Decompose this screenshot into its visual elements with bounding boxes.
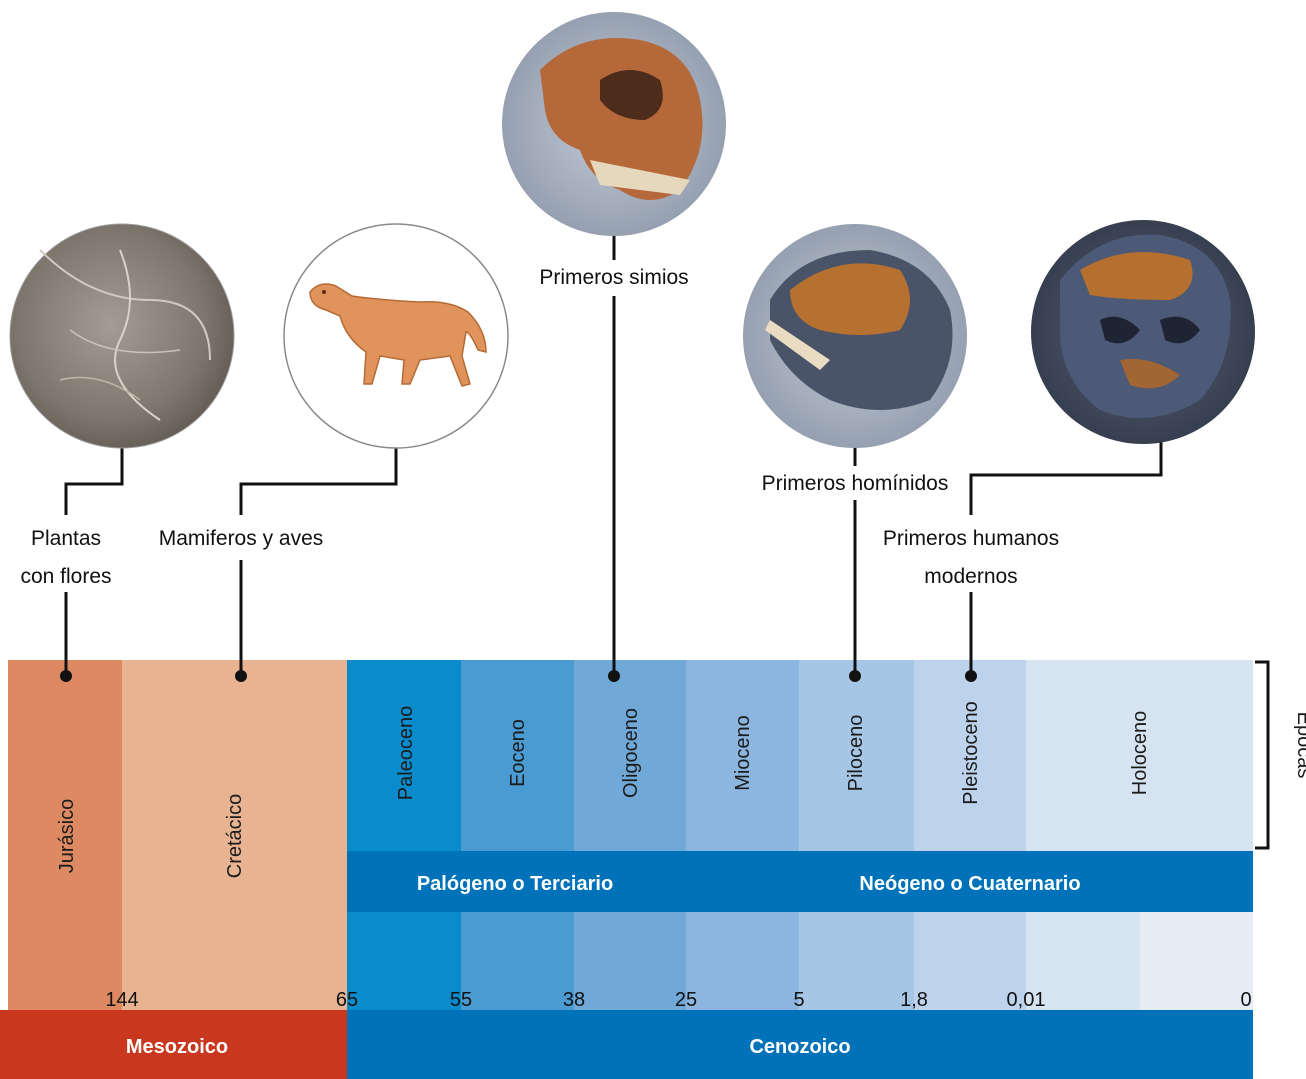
connector-mamiferos [241,446,396,515]
bracket-label: Épocas [1293,712,1306,779]
dot-hominidos [849,670,861,682]
dot-humanos [965,670,977,682]
label-holoceno: Holoceno [1129,711,1151,796]
plant-fossil-image [10,224,234,448]
tick-25: 25 [675,989,697,1011]
event-humanos-line1: Primeros humanos [883,527,1059,550]
label-mioceno: Mioceno [732,715,754,791]
event-simios: Primeros simios [539,266,688,289]
event-humanos-line2: modernos [924,565,1017,588]
label-piloceno: Piloceno [845,715,867,792]
label-paleoceno: Paleoceno [395,706,417,801]
label-jurasico: Jurásico [56,799,78,873]
tick-65: 65 [336,989,358,1011]
tick-5: 5 [793,989,804,1011]
period-neogeno: Neógeno o Cuaternario [859,873,1080,895]
era-cenozoico: Cenozoico [749,1036,850,1058]
label-pleistoceno: Pleistoceno [960,701,982,804]
hominid-skull-image [743,224,967,448]
event-mamiferos: Mamiferos y aves [159,527,324,550]
tick-0-01: 0,01 [1007,989,1046,1011]
label-oligoceno: Oligoceno [620,708,642,798]
label-cretacico: Cretácico [224,794,246,878]
mammal-image [284,224,508,448]
event-plantas-line1: Plantas [31,527,101,550]
tick-144: 144 [105,989,138,1011]
dot-simios [608,670,620,682]
tick-1-8: 1,8 [900,989,928,1011]
era-mesozoico: Mesozoico [126,1036,228,1058]
ape-skull-image [502,12,726,236]
label-eoceno: Eoceno [507,719,529,787]
event-plantas-line2: con flores [20,565,111,588]
dot-plantas [60,670,72,682]
connector-plantas [66,446,122,515]
epoch-eoceno-block [461,660,574,1010]
dot-mamiferos [235,670,247,682]
epoch-piloceno-block [799,660,914,1010]
tick-38: 38 [563,989,585,1011]
period-palogeno: Palógeno o Terciario [417,873,613,895]
event-hominidos: Primeros homínidos [762,472,949,495]
epoch-holoceno-light-block [1140,912,1253,1010]
tick-55: 55 [450,989,472,1011]
human-skull-image [1031,220,1255,444]
tick-0: 0 [1240,989,1251,1011]
epoch-mioceno-block [686,660,799,1010]
epochs-bracket [1255,662,1268,848]
connector-humanos [971,442,1161,515]
